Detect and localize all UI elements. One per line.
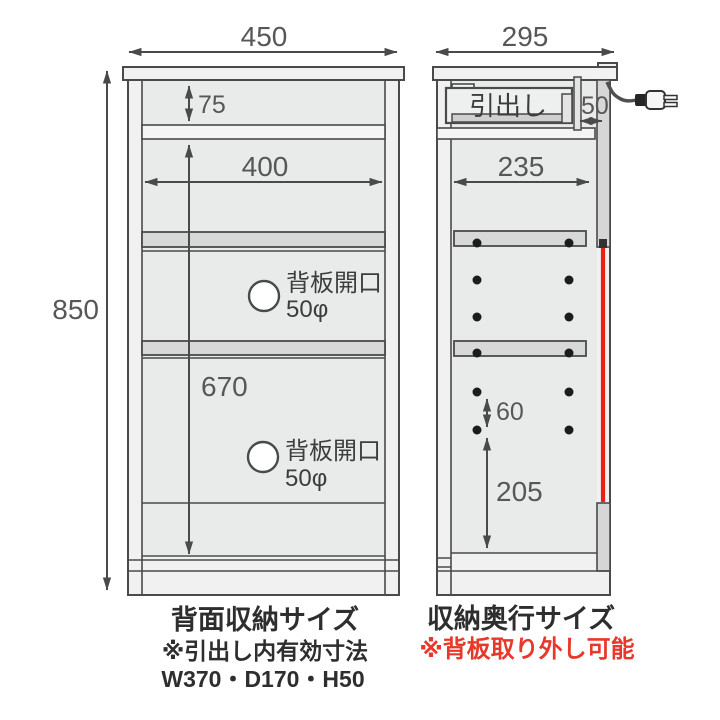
back-opening-hole-bottom — [246, 440, 280, 474]
front-width-label: 450 — [241, 21, 288, 52]
hole-label-bottom-line2: 50φ — [285, 465, 327, 492]
cord-gap-label: 50 — [581, 92, 609, 120]
front-height-label: 850 — [52, 294, 99, 325]
pin-pitch-label: 60 — [496, 398, 524, 426]
front-inner-width-label: 400 — [242, 151, 289, 182]
back-column-bottom — [596, 502, 611, 572]
front-inner-height-label: 670 — [201, 371, 248, 402]
side-shelf-2 — [453, 340, 587, 357]
side-depth-label: 235 — [498, 151, 545, 182]
drawer-label: 引出し — [469, 91, 547, 121]
front-view-caption: 背面収納サイズ — [171, 604, 359, 635]
hole-label-top-line1: 背板開口 — [286, 270, 382, 297]
side-shelf-1 — [453, 230, 587, 247]
side-width-label: 295 — [502, 21, 549, 52]
front-top-gap-label: 75 — [198, 91, 226, 119]
back-panel-top-cap — [599, 239, 607, 248]
hole-label-bottom-line1: 背板開口 — [285, 438, 381, 465]
front-top-board — [122, 66, 405, 81]
front-view: 450 850 75 400 670 背板開口 50φ 背板開口 50φ — [52, 21, 405, 596]
captions: 背面収納サイズ ※引出し内有効寸法 W370・D170・H50 収納奥行サイズ … — [161, 603, 634, 692]
side-view-note-red: ※背板取り外し可能 — [419, 635, 634, 663]
shelf-pin-holes — [472, 238, 574, 435]
power-plug-icon — [635, 90, 678, 110]
power-cord — [605, 81, 638, 103]
bottom-space-label: 205 — [496, 476, 543, 507]
front-shelf-2 — [141, 231, 386, 248]
side-top-board — [432, 66, 618, 81]
front-view-note-2: W370・D170・H50 — [161, 666, 364, 692]
drawer-floor-board — [436, 127, 596, 140]
drawer-back-bar — [561, 93, 573, 124]
drawer-divider-bar — [573, 76, 582, 131]
front-shelf-3 — [141, 340, 386, 356]
front-view-note-1: ※引出し内有効寸法 — [162, 638, 368, 664]
front-cabinet-interior — [142, 81, 385, 555]
side-view: 引出し 295 — [432, 21, 678, 596]
hole-label-top-line2: 50φ — [286, 296, 328, 323]
back-opening-hole-top — [247, 279, 281, 313]
side-view-caption: 収納奥行サイズ — [427, 603, 615, 634]
front-shelf-1 — [141, 124, 386, 140]
